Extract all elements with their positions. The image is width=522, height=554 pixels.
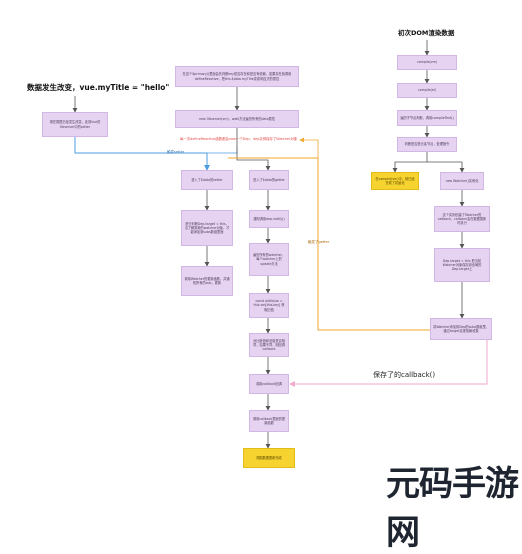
getter-flow-up [299, 137, 319, 158]
setter-flow-branch [207, 147, 238, 154]
watcher-callback-box: 这个实例创建了Watcher的callback，callback会在数据更新时执… [434, 206, 490, 232]
getter-box: 进入了$data的getter [249, 170, 289, 190]
watermark-logo: 元码手游网 [386, 464, 519, 553]
compile-el-box: compile(el) [397, 83, 457, 98]
connector-layer [72, 40, 488, 449]
getter-flow-line [228, 157, 430, 331]
compare-value-box: 对比新值和旧值是否相同，如果不同，则回调callback [249, 333, 289, 357]
compile-vm-box: compile(vm) [397, 55, 457, 70]
dep-notify-box: 通知调用dep.notify() [249, 210, 289, 228]
watcher-loop-box: 遍历所有的watcher，每个watcher上的update方法 [249, 243, 289, 276]
arrow-r4-r5 [392, 152, 428, 173]
initial-render-title: 初次DOM渲染数据 [398, 29, 455, 37]
old-value-box: const oldValue = this.vm[this.key] 获取旧值 [249, 293, 289, 318]
dep-target-box: Dep.target = this 把当前Watcher对象保存到全局的Dep.… [434, 248, 490, 282]
callback-saved-note: 保存了的callback() [373, 371, 436, 379]
compile-text-box: 遍历子节点判断，调用compileText() [397, 110, 457, 126]
setter-entry-box: 现在数据已经发生改变，走到Vue的Observer中的setter [42, 112, 108, 137]
data-change-title: 数据发生改变，vue.myTitle = "hello" [27, 83, 170, 92]
getter-tag: 触发了getter [308, 240, 330, 244]
setter-flow-line [74, 137, 210, 171]
watcher-update-box: 调用Watcher的更新函数，并通知所有的sub，更新 [181, 266, 233, 296]
observer-walk-box: new Observer(vm)，walk方法遍历所有的data属性 [175, 110, 299, 128]
view-updated-box: 视图数据更新完成 [243, 448, 295, 468]
add-sub-box: 将Watcher添加到Dep的subs数组里，通过target实现依赖收集 [430, 318, 492, 340]
setter-tag: 触发setter [167, 150, 185, 154]
new-watcher-box: new Watcher()实例化 [440, 172, 484, 190]
init-complete-box: 在compile(vm)中，就已经完成了初始化 [371, 172, 419, 190]
update-fn-box: 调用callback里面的更新函数 [249, 410, 289, 432]
arrow-b2-d1 [236, 128, 271, 171]
define-reactive-box: 在这个$primary()里面会先判断key是否存在和是否有依赖，如果存在就调用… [175, 66, 299, 87]
arrow-r4-r6 [427, 161, 465, 173]
element-node-box: 判断是否是元素节点，处理指令 [397, 137, 457, 152]
callback-call-box: 调用callback回调 [249, 374, 289, 394]
callback-flow-line [289, 340, 488, 387]
dep-note: 每一次defineReactive函数都会new一个Dep，dep实例保存了Wa… [180, 137, 298, 141]
setter-box: 进入了$data的setter [181, 170, 233, 190]
dep-target-check-box: 进行判断Dep.target = this，当了解到新的watcher对象，才能… [181, 210, 233, 246]
